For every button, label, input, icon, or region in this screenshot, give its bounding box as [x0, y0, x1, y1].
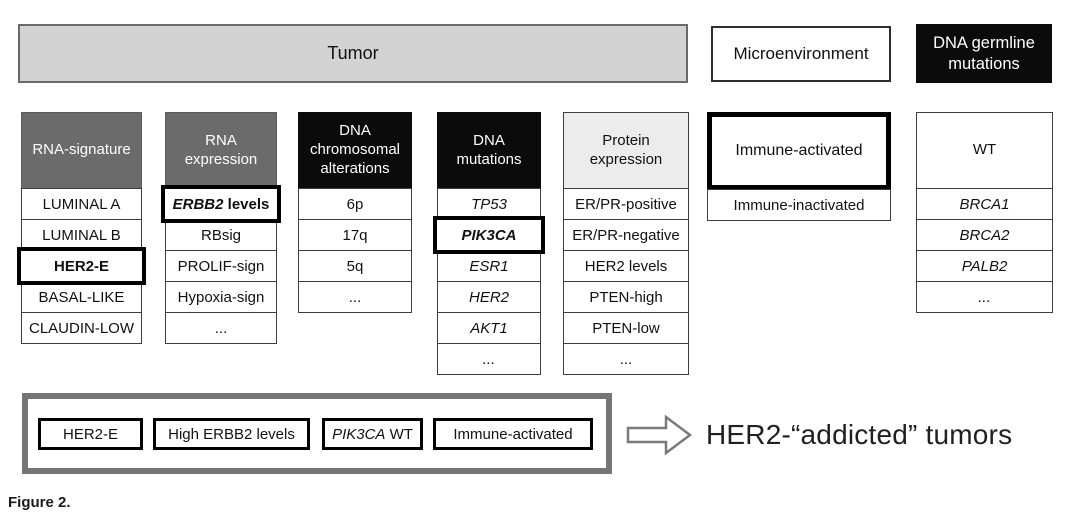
- list-item-ellipsis: ...: [165, 312, 277, 344]
- column-dna-chromosomal-alterations: DNA chromosomal alterations 6p 17q 5q ..…: [298, 112, 412, 392]
- erbb2-levels-text: ERBB2 levels: [173, 196, 270, 213]
- right-block-arrow-icon: [626, 414, 693, 456]
- list-item-erpr-negative: ER/PR-negative: [563, 219, 689, 251]
- summary-box-high-erbb2-levels: High ERBB2 levels: [153, 418, 310, 450]
- list-item-ellipsis: ...: [298, 281, 412, 313]
- dna-germline-group-header: DNA germline mutations: [916, 24, 1052, 83]
- list-item-rbsig: RBsig: [165, 219, 277, 251]
- tumor-group-header: Tumor: [18, 24, 688, 83]
- list-item-erbb2-levels-highlighted: ERBB2 levels: [161, 185, 281, 223]
- pik3ca-wt-suffix: WT: [385, 425, 413, 443]
- list-item-17q: 17q: [298, 219, 412, 251]
- figure-caption: Figure 2.: [8, 494, 71, 511]
- column-header-rna-signature: RNA-signature: [21, 112, 142, 189]
- list-item-6p: 6p: [298, 188, 412, 220]
- erbb2-levels-suffix: levels: [223, 195, 270, 213]
- list-item-prolif-sign: PROLIF-sign: [165, 250, 277, 282]
- list-item-ellipsis: ...: [916, 281, 1053, 313]
- summary-box-her2e: HER2-E: [38, 418, 143, 450]
- column-protein-expression: Protein expression ER/PR-positive ER/PR-…: [563, 112, 689, 392]
- list-item-pten-low: PTEN-low: [563, 312, 689, 344]
- column-microenvironment: Immune-activated Immune-inactivated: [707, 112, 891, 392]
- column-rna-expression: RNA expression ERBB2 levels RBsig PROLIF…: [161, 112, 281, 392]
- column-dna-germline: WT BRCA1 BRCA2 PALB2 ...: [916, 112, 1053, 392]
- list-item-basal-like: BASAL-LIKE: [21, 281, 142, 313]
- column-header-dna-mutations: DNA mutations: [437, 112, 541, 189]
- list-item-akt1: AKT1: [437, 312, 541, 344]
- wt-box: WT: [916, 112, 1053, 189]
- list-item-luminal-b: LUMINAL B: [21, 219, 142, 251]
- list-item-her2-levels: HER2 levels: [563, 250, 689, 282]
- list-item-brca1: BRCA1: [916, 188, 1053, 220]
- list-item-claudin-low: CLAUDIN-LOW: [21, 312, 142, 344]
- list-item-esr1: ESR1: [437, 250, 541, 282]
- list-item-brca2: BRCA2: [916, 219, 1053, 251]
- gene-name-erbb2: ERBB2: [172, 195, 224, 213]
- summary-box-pik3ca-wt: PIK3CA WT: [322, 418, 423, 450]
- column-header-dna-chromosomal: DNA chromosomal alterations: [298, 112, 412, 189]
- list-item-erpr-positive: ER/PR-positive: [563, 188, 689, 220]
- result-label: HER2-“addicted” tumors: [706, 419, 1013, 450]
- column-dna-mutations: DNA mutations TP53 PIK3CA ESR1 HER2 AKT1…: [433, 112, 545, 392]
- pik3ca-wt-text: PIK3CA WT: [332, 426, 413, 443]
- list-item-pten-high: PTEN-high: [563, 281, 689, 313]
- list-item-luminal-a: LUMINAL A: [21, 188, 142, 220]
- list-item-ellipsis: ...: [563, 343, 689, 375]
- list-item-her2: HER2: [437, 281, 541, 313]
- immune-activated-box-highlighted: Immune-activated: [707, 112, 891, 190]
- list-item-hypoxia-sign: Hypoxia-sign: [165, 281, 277, 313]
- list-item-immune-inactivated: Immune-inactivated: [707, 189, 891, 221]
- list-item-ellipsis: ...: [437, 343, 541, 375]
- list-item-pik3ca-highlighted: PIK3CA: [433, 216, 545, 254]
- column-header-rna-expression: RNA expression: [165, 112, 277, 189]
- microenvironment-group-header: Microenvironment: [711, 26, 891, 82]
- column-header-protein-expression: Protein expression: [563, 112, 689, 189]
- column-rna-signature: RNA-signature LUMINAL A LUMINAL B HER2-E…: [17, 112, 146, 392]
- list-item-5q: 5q: [298, 250, 412, 282]
- list-item-palb2: PALB2: [916, 250, 1053, 282]
- gene-name-pik3ca: PIK3CA: [332, 425, 386, 443]
- list-item-her2e-highlighted: HER2-E: [17, 247, 146, 285]
- summary-box-immune-activated: Immune-activated: [433, 418, 593, 450]
